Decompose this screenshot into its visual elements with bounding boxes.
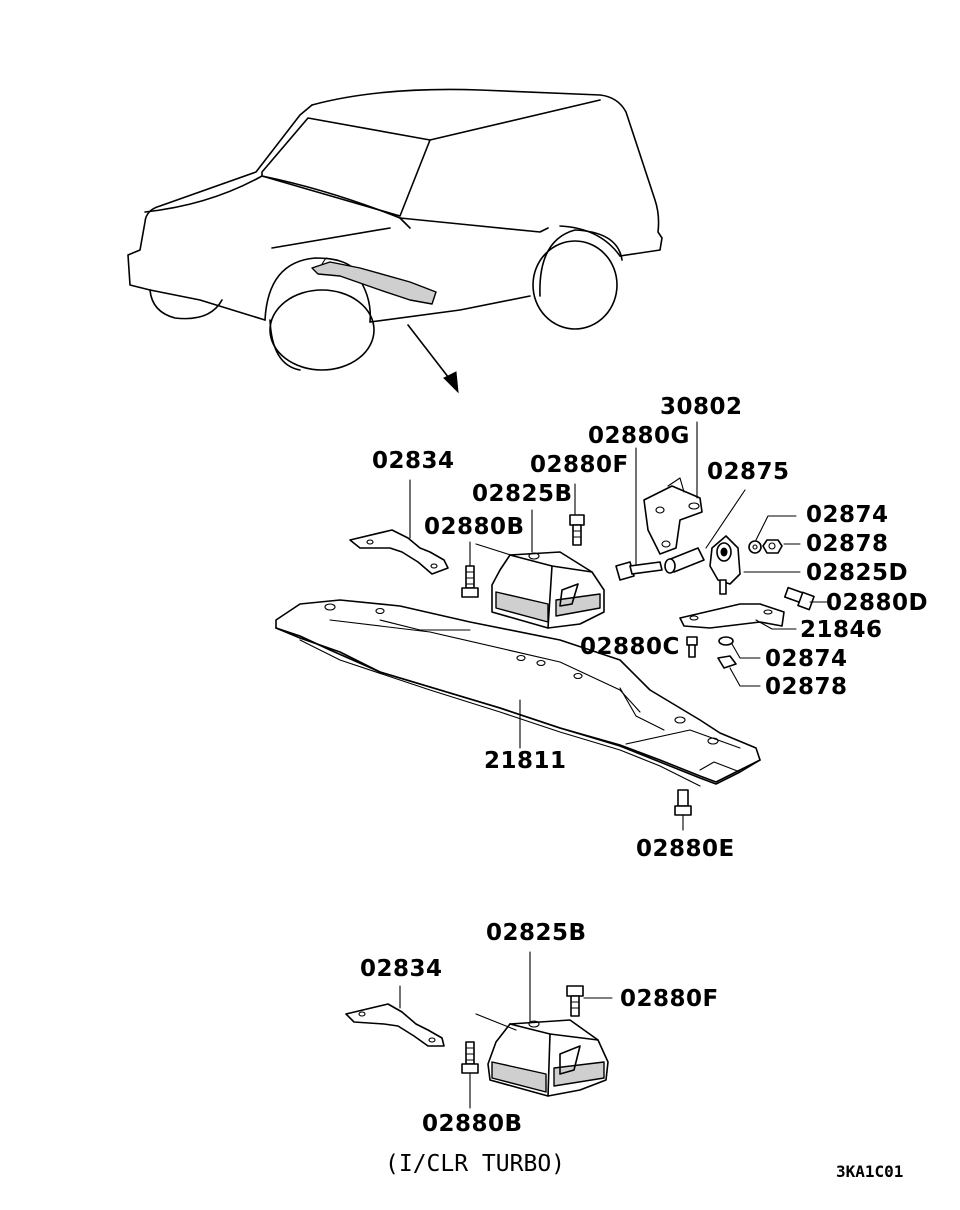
- label-30802: 30802: [660, 394, 743, 420]
- label-02825D: 02825D: [806, 560, 908, 586]
- nut-02878-upper: [762, 539, 783, 554]
- label-02825B: 02825B: [472, 481, 573, 507]
- bracket-02834: [349, 529, 449, 575]
- sleeve-02875: [664, 547, 705, 574]
- inset-caption: (I/CLR TURBO): [385, 1151, 565, 1177]
- label-inset-02880F: 02880F: [620, 986, 719, 1012]
- bolt-02880B: [461, 565, 479, 598]
- label-21846: 21846: [800, 617, 883, 643]
- bolt-02880F: [569, 514, 585, 546]
- inset-bolt-02880B: [461, 1041, 479, 1074]
- mount-02825D: [709, 535, 741, 595]
- part-labels: 30802 02880G 02875 02834 02880F 02825B 0…: [360, 394, 928, 1137]
- inset-bolt-02880F: [566, 985, 584, 1017]
- label-02880D: 02880D: [826, 590, 928, 616]
- label-02878-lower: 02878: [765, 674, 848, 700]
- leader-lines: [399, 421, 829, 1109]
- inset-mount-02825B: [487, 1019, 609, 1097]
- label-02834: 02834: [372, 448, 455, 474]
- vehicle-illustration: [127, 88, 663, 394]
- label-inset-02834: 02834: [360, 956, 443, 982]
- label-02874-lower: 02874: [765, 646, 848, 672]
- label-02880B: 02880B: [424, 514, 525, 540]
- bolt-02880E: [674, 789, 692, 816]
- diagram-code: 3KA1C01: [836, 1162, 903, 1181]
- bolt-02880D: [783, 586, 815, 611]
- label-02878-upper: 02878: [806, 531, 889, 557]
- bolt-02880C: [686, 636, 698, 658]
- label-21811: 21811: [484, 748, 567, 774]
- label-02880E: 02880E: [636, 836, 735, 862]
- bolt-02880G: [615, 561, 663, 581]
- crossmember-21811: [275, 599, 761, 787]
- inset-bracket-02834: [345, 1003, 445, 1047]
- mount-02825B: [491, 551, 605, 629]
- label-02880F: 02880F: [530, 452, 629, 478]
- label-inset-02880B: 02880B: [422, 1111, 523, 1137]
- bracket-30802: [643, 477, 703, 555]
- washer-02874-upper: [748, 540, 762, 554]
- plate-21846: [679, 603, 785, 629]
- label-02880C: 02880C: [580, 634, 680, 660]
- nut-02878-lower: [717, 655, 737, 669]
- label-02875: 02875: [707, 459, 790, 485]
- washer-02874-lower: [718, 636, 734, 646]
- label-02874-upper: 02874: [806, 502, 889, 528]
- label-02880G: 02880G: [588, 423, 690, 449]
- label-inset-02825B: 02825B: [486, 920, 587, 946]
